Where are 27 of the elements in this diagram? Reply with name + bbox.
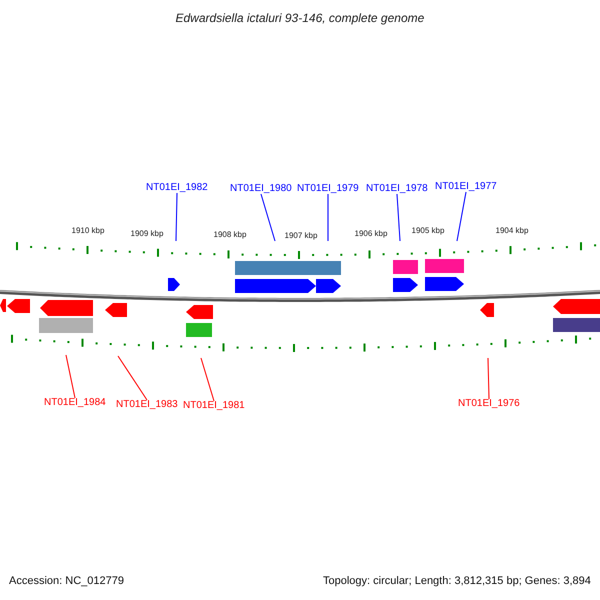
gene-label: NT01EI_1979 [297, 184, 359, 194]
scale-label: 1909 kbp [130, 230, 164, 238]
leader-line [176, 192, 178, 242]
leader-line [396, 194, 400, 242]
gene-label: NT01EI_1980 [230, 184, 292, 194]
leader-line [118, 356, 148, 400]
scale-label: 1908 kbp [212, 231, 248, 239]
gene-label: NT01EI_1981 [183, 401, 245, 411]
scale-label: 1910 kbp [70, 227, 106, 235]
accession-note: Accession: NC_012779 [9, 576, 124, 586]
leader-line [456, 192, 466, 242]
gene-label: NT01EI_1976 [458, 399, 520, 409]
leader-line [488, 358, 490, 400]
genome-summary-note: Topology: circular; Length: 3,812,315 bp; Genes: 3,894 [323, 576, 591, 586]
scale-label: 1905 kbp [410, 227, 446, 235]
gene-label: NT01EI_1982 [146, 183, 208, 193]
diagram-title: Edwardsiella ictaluri 93-146, complete genome [176, 12, 424, 24]
gene-label: NT01EI_1983 [116, 400, 178, 410]
gene-label: NT01EI_1978 [366, 184, 428, 194]
leader-line [200, 358, 214, 402]
scale-label: 1907 kbp [284, 232, 318, 240]
scale-label: 1904 kbp [494, 227, 530, 235]
leader-line [66, 354, 76, 398]
scale-label: 1906 kbp [354, 230, 388, 238]
gene-label: NT01EI_1984 [44, 398, 106, 408]
leader-line [260, 194, 276, 242]
gene-label: NT01EI_1977 [435, 182, 497, 192]
